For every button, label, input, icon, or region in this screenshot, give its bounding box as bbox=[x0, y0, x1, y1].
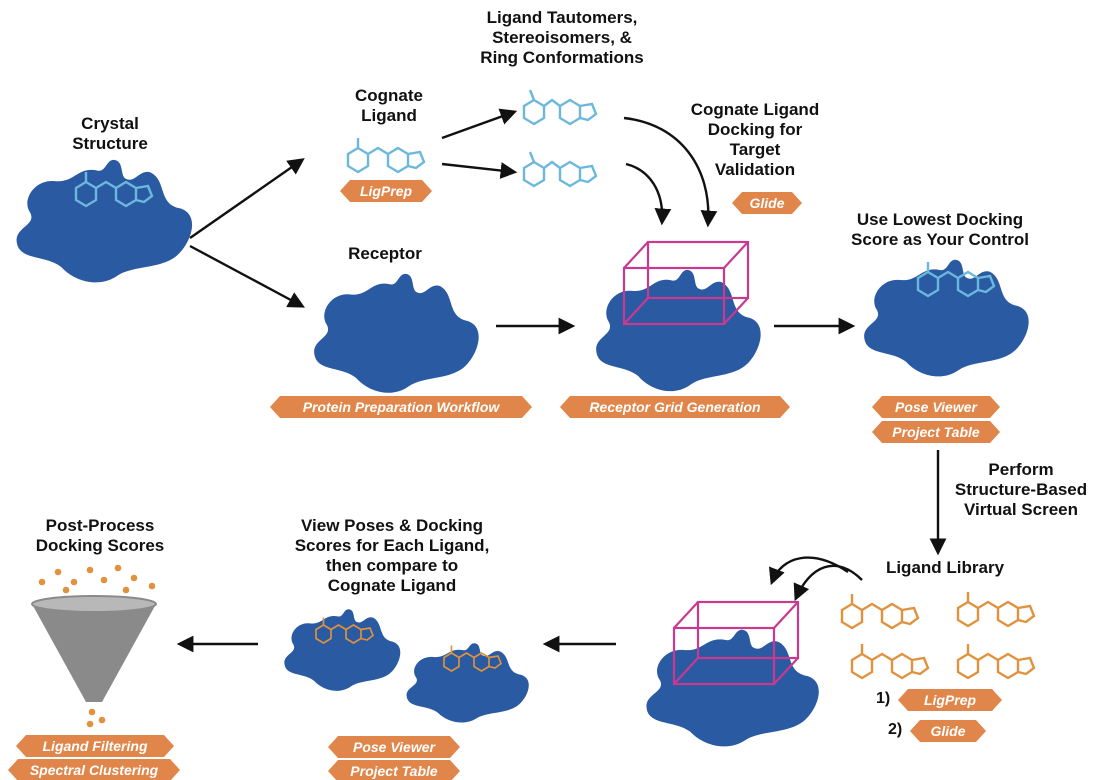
grid-box-2 bbox=[672, 600, 800, 686]
cognate-ligand bbox=[346, 136, 426, 174]
tag-pose-viewer-2: Pose Viewer bbox=[328, 736, 460, 758]
tag-glide-bottom: Glide bbox=[910, 720, 986, 742]
tag-project-table-2: Project Table bbox=[328, 760, 460, 780]
step-2-number: 2) bbox=[888, 721, 903, 738]
tag-ligprep-bottom: LigPrep bbox=[898, 689, 1002, 711]
tag-protein-prep: Protein Preparation Workflow bbox=[270, 396, 532, 418]
protein-receptor bbox=[314, 273, 479, 393]
funnel-particles bbox=[38, 564, 156, 728]
flow-arrows bbox=[176, 108, 947, 653]
tag-ligand-filtering: Ligand Filtering bbox=[16, 735, 174, 757]
tag-glide-top: Glide bbox=[732, 192, 802, 214]
protein-crystal bbox=[16, 159, 193, 283]
tag-ligprep-top: LigPrep bbox=[340, 180, 432, 202]
step-1-number: 1) bbox=[876, 690, 891, 707]
ligand-variant-2 bbox=[522, 150, 598, 188]
tag-spectral-clustering: Spectral Clustering bbox=[8, 759, 180, 780]
tag-pose-viewer-1: Pose Viewer bbox=[872, 396, 1000, 418]
ligand-variant-1 bbox=[522, 88, 598, 126]
label-ligand-variants: Ligand Tautomers,Stereoisomers, &Ring Co… bbox=[480, 8, 644, 67]
label-ligand-library: Ligand Library bbox=[885, 558, 1005, 577]
protein-screen bbox=[646, 629, 819, 747]
protein-control bbox=[864, 259, 1029, 377]
grid-box-1 bbox=[622, 240, 750, 326]
protein-pose-1 bbox=[284, 609, 401, 691]
funnel bbox=[31, 595, 157, 702]
label-receptor: Receptor bbox=[348, 244, 422, 263]
tag-project-table-1: Project Table bbox=[872, 421, 1000, 443]
protein-pose-2 bbox=[406, 643, 529, 723]
protein-grid bbox=[596, 269, 761, 392]
tag-grid-gen: Receptor Grid Generation bbox=[560, 396, 790, 418]
library-ligands bbox=[840, 590, 1036, 680]
